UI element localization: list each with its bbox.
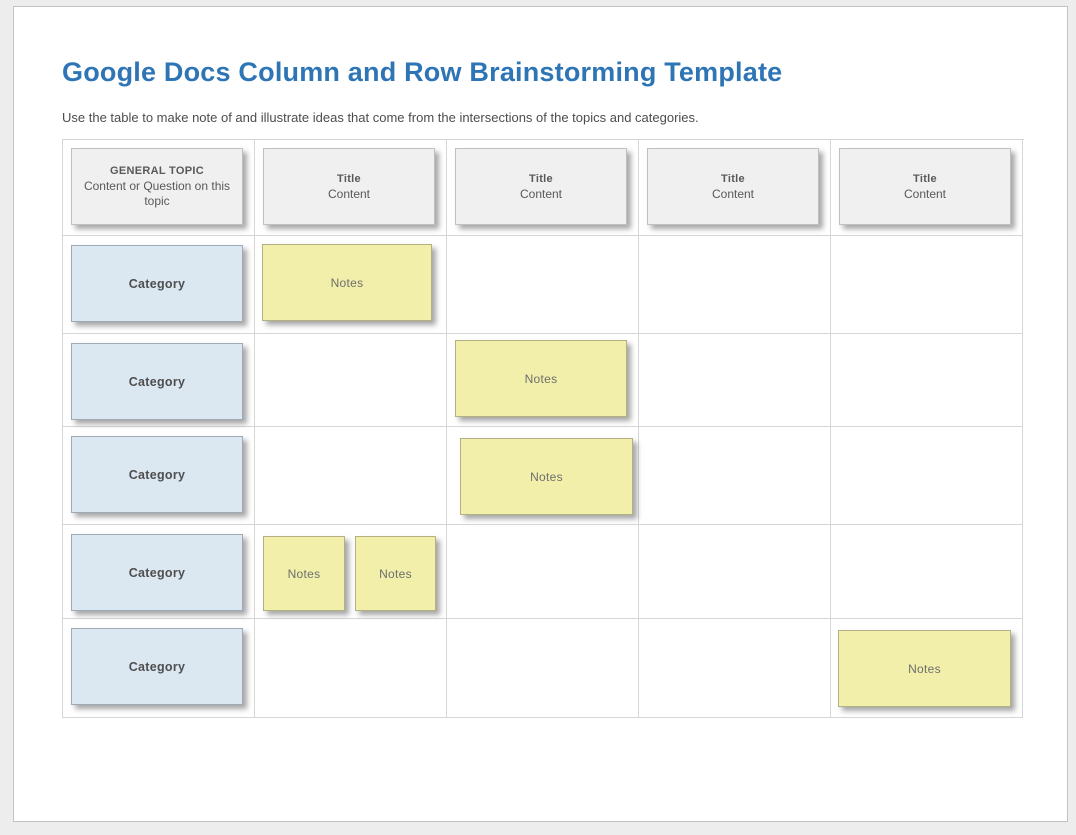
- table-cell-r4c5[interactable]: [831, 525, 1023, 620]
- table-cell-r5c1: Category: [63, 619, 255, 719]
- table-cell-r2c2[interactable]: [255, 334, 447, 428]
- table-cell-r2c1: Category: [63, 334, 255, 428]
- title-box-content: Content: [327, 186, 371, 201]
- title-box-title: Title: [913, 172, 937, 185]
- title-box-3[interactable]: Title Content: [647, 148, 819, 226]
- category-box-1[interactable]: Category: [71, 245, 243, 323]
- note-sticky-5[interactable]: Notes: [355, 536, 436, 612]
- table-cell-r3c1: Category: [63, 427, 255, 526]
- general-topic-subtitle: Content or Question on this topic: [83, 179, 231, 209]
- table-cell-r5c5[interactable]: Notes: [831, 619, 1023, 719]
- page-subtitle: Use the table to make note of and illust…: [62, 110, 699, 126]
- table-cell-r4c1: Category: [63, 525, 255, 620]
- title-box-content: Content: [519, 186, 563, 201]
- table-cell-r2c4[interactable]: [639, 334, 831, 428]
- table-cell-r1c4[interactable]: [639, 236, 831, 335]
- note-sticky-4[interactable]: Notes: [263, 536, 345, 612]
- title-box-title: Title: [721, 172, 745, 185]
- table-cell-header-1: Title Content: [255, 140, 447, 237]
- document-page: Google Docs Column and Row Brainstorming…: [13, 6, 1068, 822]
- brainstorming-table: GENERAL TOPIC Content or Question on thi…: [62, 139, 1024, 719]
- note-sticky-2[interactable]: Notes: [455, 340, 627, 418]
- table-cell-r4c3[interactable]: [447, 525, 639, 620]
- category-box-4[interactable]: Category: [71, 534, 243, 612]
- table-cell-r5c3[interactable]: [447, 619, 639, 719]
- title-box-1[interactable]: Title Content: [263, 148, 435, 226]
- table-cell-r3c4[interactable]: [639, 427, 831, 526]
- category-box-3[interactable]: Category: [71, 436, 243, 514]
- title-box-title: Title: [337, 172, 361, 185]
- category-box-2[interactable]: Category: [71, 343, 243, 421]
- general-topic-box[interactable]: GENERAL TOPIC Content or Question on thi…: [71, 148, 243, 226]
- table-cell-r3c2[interactable]: [255, 427, 447, 526]
- note-sticky-1[interactable]: Notes: [262, 244, 432, 322]
- note-sticky-3[interactable]: Notes: [460, 438, 633, 516]
- document-content: Google Docs Column and Row Brainstorming…: [14, 7, 1067, 719]
- page-title: Google Docs Column and Row Brainstorming…: [62, 57, 783, 87]
- table-cell-r2c5[interactable]: [831, 334, 1023, 428]
- table-cell-r3c3[interactable]: Notes: [447, 427, 639, 526]
- table-cell-r4c2[interactable]: Notes Notes: [255, 525, 447, 620]
- table-cell-r1c1: Category: [63, 236, 255, 335]
- category-box-5[interactable]: Category: [71, 628, 243, 706]
- table-cell-r1c5[interactable]: [831, 236, 1023, 335]
- title-box-title: Title: [529, 172, 553, 185]
- table-cell-r3c5[interactable]: [831, 427, 1023, 526]
- note-sticky-6[interactable]: Notes: [838, 630, 1011, 708]
- table-cell-r1c2[interactable]: Notes: [255, 236, 447, 335]
- table-cell-header-4: Title Content: [831, 140, 1023, 237]
- table-cell-r2c3[interactable]: Notes: [447, 334, 639, 428]
- table-cell-r5c2[interactable]: [255, 619, 447, 719]
- table-cell-r1c3[interactable]: [447, 236, 639, 335]
- general-topic-title: GENERAL TOPIC: [110, 165, 204, 178]
- table-cell-r5c4[interactable]: [639, 619, 831, 719]
- title-box-2[interactable]: Title Content: [455, 148, 627, 226]
- table-cell-header-general-topic: GENERAL TOPIC Content or Question on thi…: [63, 140, 255, 237]
- title-box-content: Content: [903, 186, 947, 201]
- title-box-4[interactable]: Title Content: [839, 148, 1011, 226]
- table-cell-header-2: Title Content: [447, 140, 639, 237]
- table-cell-r4c4[interactable]: [639, 525, 831, 620]
- table-cell-header-3: Title Content: [639, 140, 831, 237]
- title-box-content: Content: [711, 186, 755, 201]
